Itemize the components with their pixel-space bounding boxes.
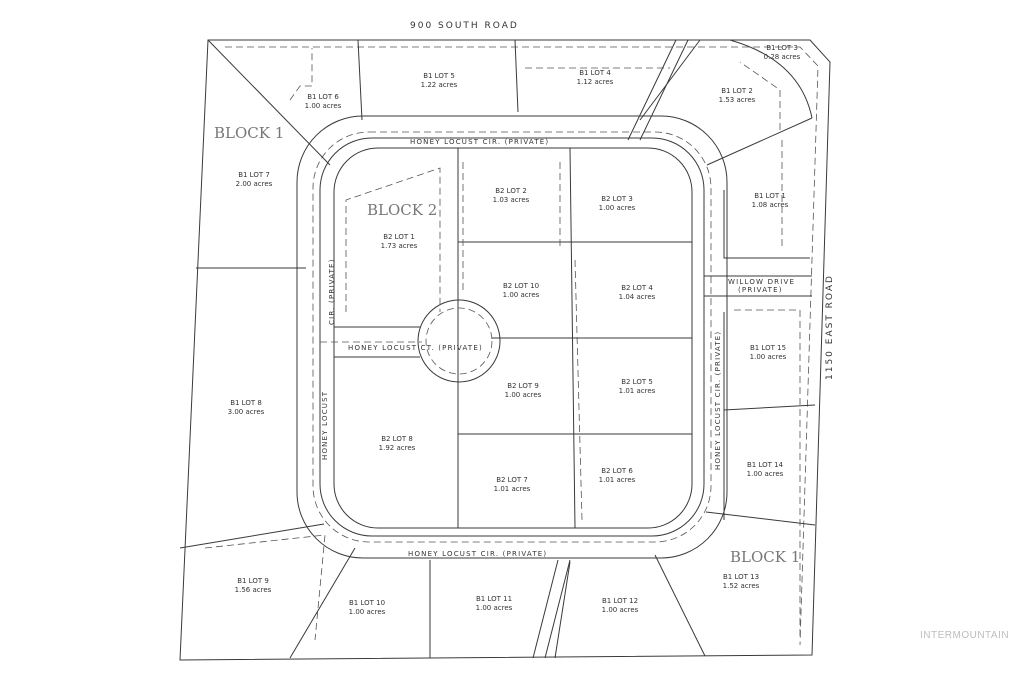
- road-label-loop-top: HONEY LOCUST CIR. (PRIVATE): [410, 138, 549, 146]
- road-label-loop-bottom: HONEY LOCUST CIR. (PRIVATE): [408, 550, 547, 558]
- b2-lot-9-area: 1.00 acres: [505, 391, 542, 399]
- b1-lot-8-name: B1 LOT 8: [230, 399, 262, 407]
- loop-road-centerline: [312, 131, 712, 543]
- b1-lot-1-name: B1 LOT 1: [754, 192, 786, 200]
- block-label-b2: BLOCK 2: [367, 201, 437, 219]
- b1-lot-13-area: 1.52 acres: [723, 582, 760, 590]
- b1-lot-7-name: B1 LOT 7: [238, 171, 270, 179]
- b2-lot-line: [574, 259, 583, 521]
- b1-lot-line: [204, 534, 326, 641]
- b1-lot-11-area: 1.00 acres: [476, 604, 513, 612]
- b1-lot-11-name: B1 LOT 11: [476, 595, 512, 603]
- cul-de-sac-inner: [425, 307, 493, 375]
- b2-lot-line: [345, 167, 441, 312]
- b1-lot-line: [723, 190, 810, 259]
- lot-labels: B1 LOT 11.08 acres B1 LOT 21.53 acres B1 L…: [228, 44, 801, 616]
- b1-lot-6-area: 1.00 acres: [305, 102, 342, 110]
- b2-lot-3-area: 1.00 acres: [599, 204, 636, 212]
- b1-lot-line: [739, 61, 781, 130]
- road-label-1150-east: 1150 EAST ROAD: [825, 274, 835, 380]
- b1-lot-9-area: 1.56 acres: [235, 586, 272, 594]
- easement-line: [544, 559, 571, 659]
- watermark: INTERMOUNTAIN: [920, 630, 1009, 641]
- b2-lot-7-name: B2 LOT 7: [496, 476, 528, 484]
- boundary-offset: [225, 46, 819, 646]
- b2-lot-1-name: B2 LOT 1: [383, 233, 415, 241]
- b1-lot-3-area: 0.28 acres: [764, 53, 801, 61]
- subdivision-boundary: [179, 39, 831, 661]
- road-label-willow-a: WILLOW DRIVE: [728, 278, 795, 286]
- b1-lot-1-area: 1.08 acres: [752, 201, 789, 209]
- b2-lot-2-name: B2 LOT 2: [495, 187, 527, 195]
- b1-lot-2-area: 1.53 acres: [719, 96, 756, 104]
- b1-lot-13-name: B1 LOT 13: [723, 573, 759, 581]
- b2-lot-4-area: 1.04 acres: [619, 293, 656, 301]
- b2-lot-9-name: B2 LOT 9: [507, 382, 539, 390]
- loop-road-outer-edge: [296, 115, 728, 559]
- b1-lot-line: [207, 39, 331, 166]
- b1-lot-line: [514, 39, 519, 113]
- road-label-court: HONEY LOCUST CT. (PRIVATE): [348, 344, 483, 352]
- b2-lot-2-area: 1.03 acres: [493, 196, 530, 204]
- b1-lot-8-area: 3.00 acres: [228, 408, 265, 416]
- easement-line: [639, 39, 689, 141]
- road-label-loop-right: HONEY LOCUST CIR. (PRIVATE): [714, 331, 722, 470]
- b2-lot-6-area: 1.01 acres: [599, 476, 636, 484]
- easement-line: [532, 559, 559, 659]
- block-label-b1-bottom: BLOCK 1: [730, 548, 800, 566]
- b1-lot-2-name: B1 LOT 2: [721, 87, 753, 95]
- b1-lot-9-name: B1 LOT 9: [237, 577, 269, 585]
- b2-lot-6-name: B2 LOT 6: [601, 467, 633, 475]
- b2-lot-10-area: 1.00 acres: [503, 291, 540, 299]
- loop-road-inner-edge-outer: [319, 137, 705, 537]
- b1-lot-3-name: B1 LOT 3: [766, 44, 798, 52]
- b2-lot-8-name: B2 LOT 8: [381, 435, 413, 443]
- easement-line: [627, 39, 677, 141]
- b2-lot-3-name: B2 LOT 3: [601, 195, 633, 203]
- b1-lot-14-name: B1 LOT 14: [747, 461, 784, 469]
- b1-lot-line: [357, 39, 363, 121]
- b1-lot-line: [723, 404, 816, 411]
- b1-lot-line: [705, 511, 816, 526]
- b1-lot-12-area: 1.00 acres: [602, 606, 639, 614]
- b1-lot-line: [639, 39, 701, 121]
- b1-lot-5-name: B1 LOT 5: [423, 72, 455, 80]
- b1-lot-6-name: B1 LOT 6: [307, 93, 339, 101]
- road-label-loop-left-b: CIR. (PRIVATE): [328, 258, 336, 325]
- b2-lot-4-name: B2 LOT 4: [621, 284, 653, 292]
- b1-lot-line: [654, 554, 706, 657]
- b1-lot-5-area: 1.22 acres: [421, 81, 458, 89]
- b2-lot-8-area: 1.92 acres: [379, 444, 416, 452]
- b1-lot-4-area: 1.12 acres: [577, 78, 614, 86]
- b1-lot-line: [734, 309, 801, 640]
- road-label-loop-left-a: HONEY LOCUST: [321, 391, 329, 460]
- b1-lot-10-area: 1.00 acres: [349, 608, 386, 616]
- b1-lot-7-area: 2.00 acres: [236, 180, 273, 188]
- road-label-willow-b: (PRIVATE): [738, 286, 783, 294]
- b1-lot-line: [289, 48, 313, 101]
- road-label-900-south: 900 SOUTH ROAD: [410, 21, 519, 31]
- b2-lot-5-area: 1.01 acres: [619, 387, 656, 395]
- cul-de-sac: [417, 299, 501, 383]
- b1-lot-line: [289, 547, 356, 659]
- b1-lot-line: [179, 523, 325, 549]
- b2-lot-10-name: B2 LOT 10: [503, 282, 539, 290]
- b1-lot-15-area: 1.00 acres: [750, 353, 787, 361]
- b1-lot-4-name: B1 LOT 4: [579, 69, 611, 77]
- b1-lot-line: [706, 117, 813, 166]
- b1-lot-12-name: B1 LOT 12: [602, 597, 638, 605]
- b1-lot-14-area: 1.00 acres: [747, 470, 784, 478]
- b1-lot-10-name: B1 LOT 10: [349, 599, 385, 607]
- b2-lot-7-area: 1.01 acres: [494, 485, 531, 493]
- b1-lot-15-name: B1 LOT 15: [750, 344, 786, 352]
- b2-lot-1-area: 1.73 acres: [381, 242, 418, 250]
- b1-lot-3-arc: [729, 39, 813, 119]
- b1-lot-line: [554, 561, 571, 659]
- block-label-b1-top: BLOCK 1: [214, 124, 284, 142]
- b2-lot-5-name: B2 LOT 5: [621, 378, 653, 386]
